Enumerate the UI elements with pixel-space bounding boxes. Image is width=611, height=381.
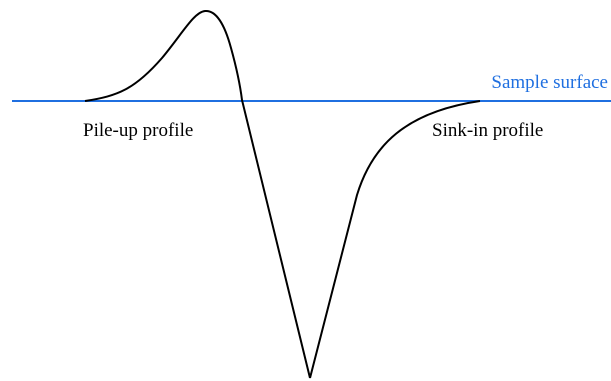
- sample-surface-label: Sample surface: [491, 72, 608, 93]
- pile-up-profile-label: Pile-up profile: [83, 120, 193, 141]
- pile-up-profile-curve: [84, 9, 311, 379]
- sink-in-profile-curve: [309, 100, 481, 379]
- sink-in-profile-label: Sink-in profile: [432, 120, 543, 141]
